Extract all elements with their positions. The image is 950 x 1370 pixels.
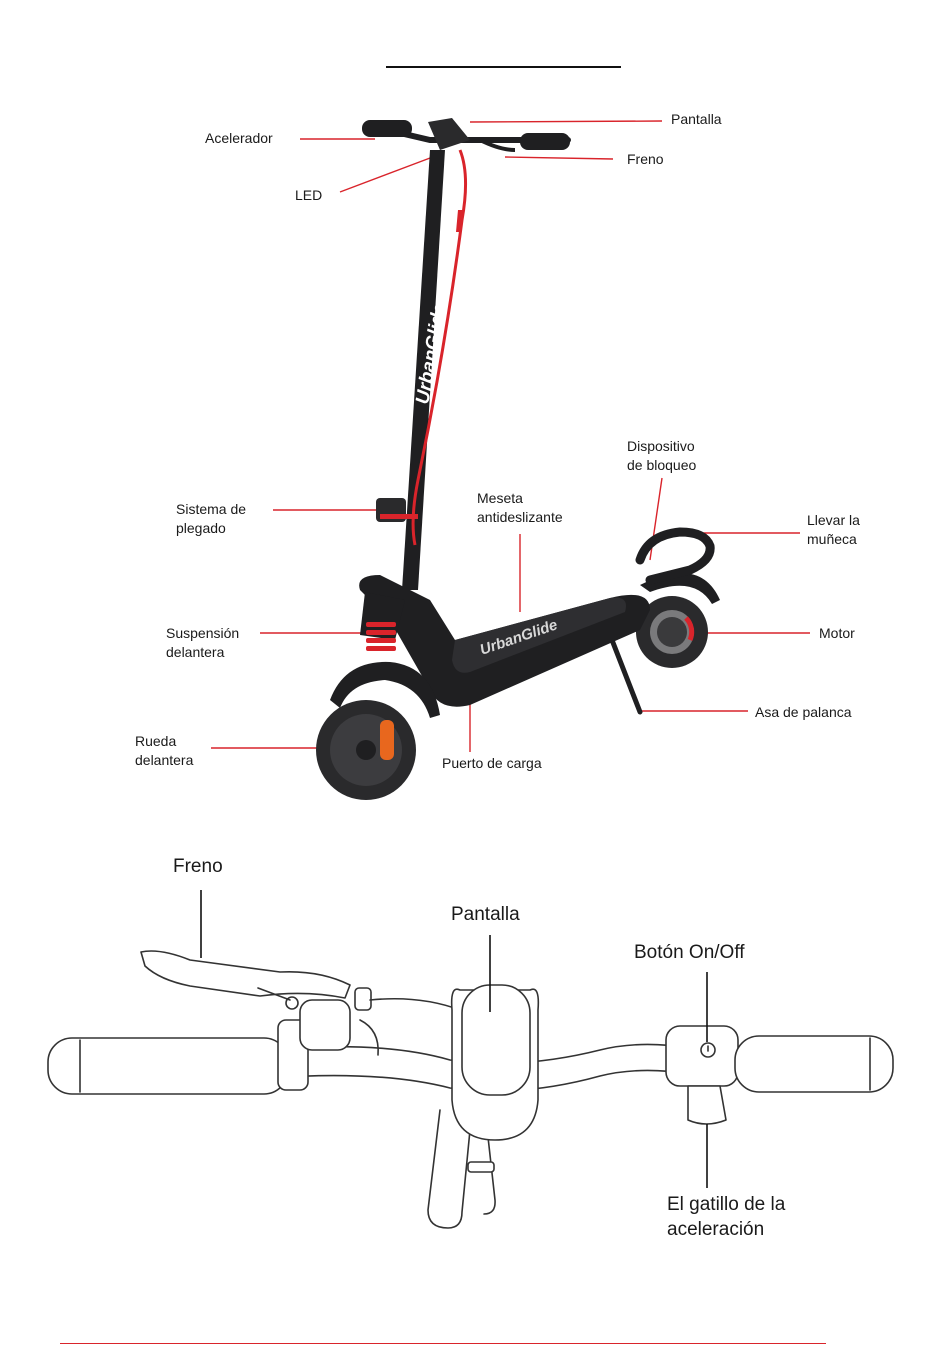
label-handlebar-pantalla: Pantalla	[451, 902, 520, 927]
label-gatillo-aceleracion: El gatillo de la aceleración	[667, 1192, 785, 1242]
label-handlebar-freno: Freno	[173, 854, 223, 879]
label-boton-onoff: Botón On/Off	[634, 940, 745, 965]
footer-rule	[60, 1343, 826, 1344]
